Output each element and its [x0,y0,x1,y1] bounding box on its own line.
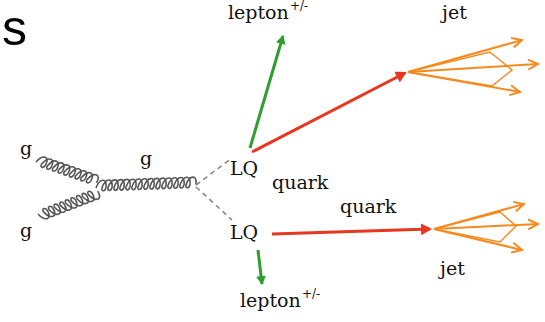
lepton-arrow [250,36,283,148]
jet-cone [408,40,538,92]
particle-label: g [20,138,32,160]
particle-label: jet [440,258,465,280]
charge-label: +/- [302,288,320,302]
particle-label: quark [272,172,328,194]
gluon-line [35,155,196,221]
quark-arrow [252,73,405,152]
particle-label: lepton [240,290,301,312]
lepton-arrow [258,250,262,284]
particle-label: LQ [230,158,258,180]
charge-label: +/- [290,0,308,14]
particle-label: g [20,220,32,242]
jet-cone [434,204,538,250]
particle-label: quark [340,196,396,218]
particle-label: lepton [228,2,289,24]
leptoquark-line [196,158,232,220]
particle-label: jet [442,2,467,24]
quark-arrow [272,229,430,234]
title-fragment: s [2,0,27,58]
particle-label: g [140,148,152,170]
particle-label: LQ [230,222,258,244]
